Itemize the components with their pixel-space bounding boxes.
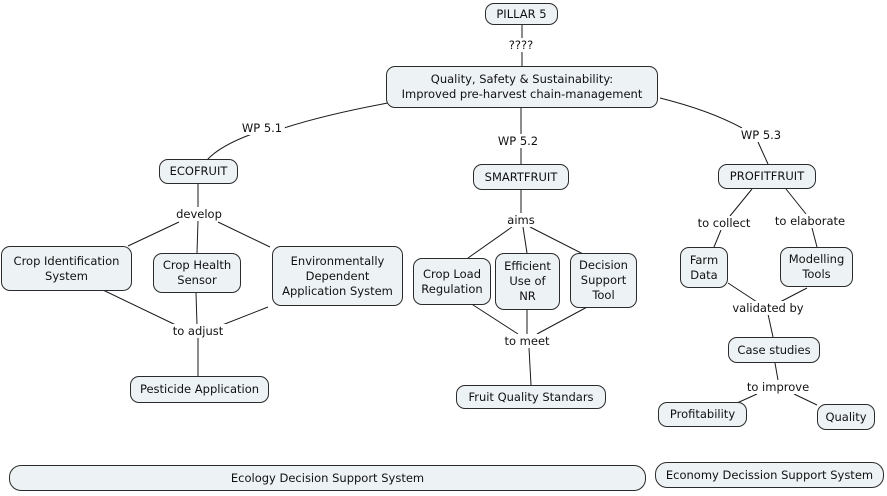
link-label-wp-5-3[interactable]: WP 5.3 [737, 128, 785, 142]
node-environmentally-dependent-application-system[interactable]: Environmentally Dependent Application Sy… [272, 246, 403, 306]
node-efficient-use-of-nr[interactable]: Efficient Use of NR [495, 253, 560, 310]
node-decision-support-tool[interactable]: Decision Support Tool [570, 253, 637, 308]
node-case-studies[interactable]: Case studies [728, 337, 820, 363]
link-label-wp-5-1[interactable]: WP 5.1 [238, 121, 286, 135]
link-label-to-meet[interactable]: to meet [501, 334, 553, 348]
node-fruit-quality-standars[interactable]: Fruit Quality Standars [456, 385, 606, 409]
link-label-to-improve[interactable]: to improve [743, 380, 813, 394]
node-crop-identification-system[interactable]: Crop Identification System [1, 246, 132, 291]
node-profitfruit[interactable]: PROFITFRUIT [718, 164, 816, 189]
link-label-wp-5-2[interactable]: WP 5.2 [494, 134, 542, 148]
node-smartfruit[interactable]: SMARTFRUIT [473, 164, 569, 190]
node-ecology-decision-support-system[interactable]: Ecology Decision Support System [9, 465, 646, 491]
node-pillar-5[interactable]: PILLAR 5 [485, 3, 558, 25]
node-crop-health-sensor[interactable]: Crop Health Sensor [153, 253, 241, 293]
node-modelling-tools[interactable]: Modelling Tools [780, 247, 853, 287]
node-quality-safety-sustainability[interactable]: Quality, Safety & Sustainability: Improv… [386, 66, 658, 108]
node-quality[interactable]: Quality [817, 404, 875, 430]
link-label-develop[interactable]: develop [173, 207, 225, 221]
node-crop-load-regulation[interactable]: Crop Load Regulation [413, 258, 491, 305]
node-ecofruit[interactable]: ECOFRUIT [159, 159, 238, 184]
node-farm-data[interactable]: Farm Data [680, 247, 728, 288]
link-label-aims[interactable]: aims [504, 213, 538, 227]
link-label-unknown[interactable]: ???? [505, 38, 537, 52]
link-label-to-adjust[interactable]: to adjust [169, 324, 227, 338]
node-pesticide-application[interactable]: Pesticide Application [130, 376, 269, 403]
link-label-to-elaborate[interactable]: to elaborate [771, 214, 849, 228]
link-label-to-collect[interactable]: to collect [694, 216, 754, 230]
node-economy-decission-support-system[interactable]: Economy Decission Support System [655, 462, 884, 488]
node-profitability[interactable]: Profitability [658, 402, 747, 427]
link-label-validated-by[interactable]: validated by [729, 301, 807, 315]
